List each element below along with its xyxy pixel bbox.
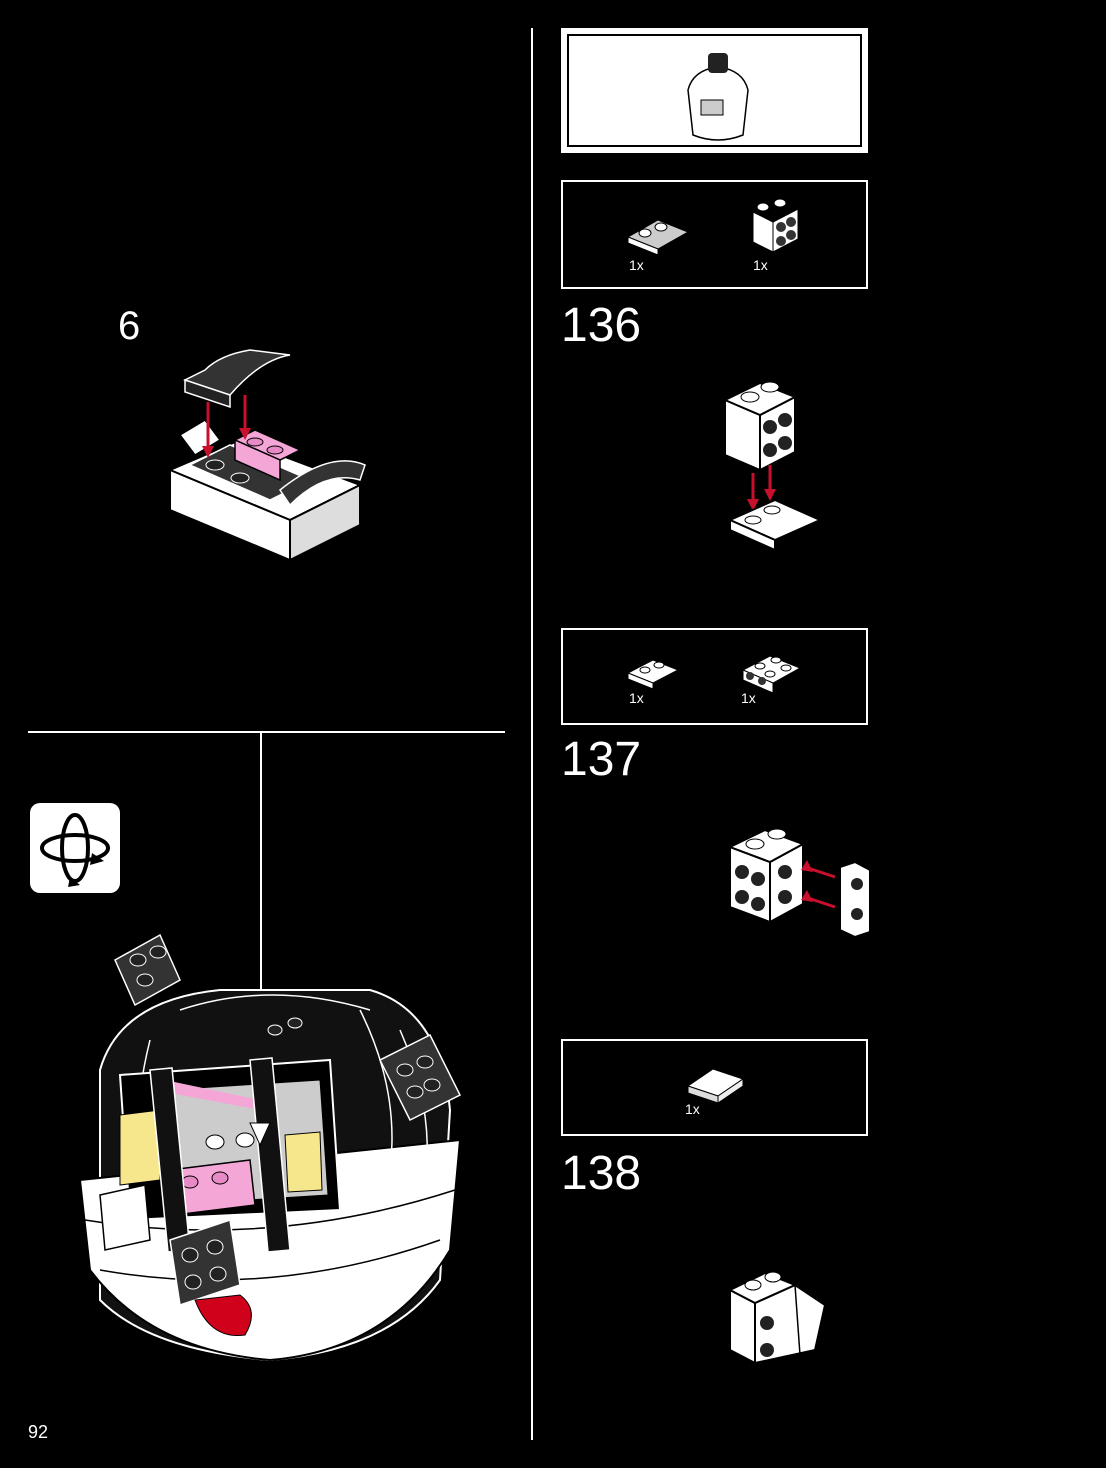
- step-number: 136: [561, 302, 641, 350]
- step-136-illustration: [720, 375, 830, 555]
- sub-step-number: 6: [118, 306, 140, 346]
- qty-label: 1x: [629, 257, 644, 273]
- step-number: 138: [561, 1150, 641, 1198]
- part-plate-2x2-icon: [623, 207, 693, 257]
- assembled-model-illustration: [60, 920, 480, 1370]
- part-slope-wedge-icon: [683, 1061, 753, 1106]
- step-138-illustration: [725, 1265, 835, 1370]
- rotate-model-icon: [30, 803, 120, 893]
- step-137-parts-box: 1x 1x: [561, 628, 868, 725]
- qty-label: 1x: [629, 690, 644, 706]
- model-preview-box: [561, 28, 868, 153]
- qty-label: 1x: [753, 257, 768, 273]
- qty-label: 1x: [685, 1101, 700, 1117]
- step-137-illustration: [725, 822, 875, 942]
- part-brick-2x2-icon: [748, 197, 808, 257]
- part-plate-1x2-icon: [623, 655, 683, 690]
- vertical-divider: [531, 28, 533, 1440]
- step-136-parts-box: 1x 1x: [561, 180, 868, 289]
- horizontal-divider: [28, 731, 505, 733]
- page-number: 92: [28, 1422, 48, 1443]
- step-number: 137: [561, 736, 641, 784]
- sub-step-6-illustration: [160, 340, 380, 570]
- part-bracket-icon: [738, 648, 803, 693]
- qty-label: 1x: [741, 690, 756, 706]
- model-preview-image: [673, 45, 763, 145]
- step-138-parts-box: 1x: [561, 1039, 868, 1136]
